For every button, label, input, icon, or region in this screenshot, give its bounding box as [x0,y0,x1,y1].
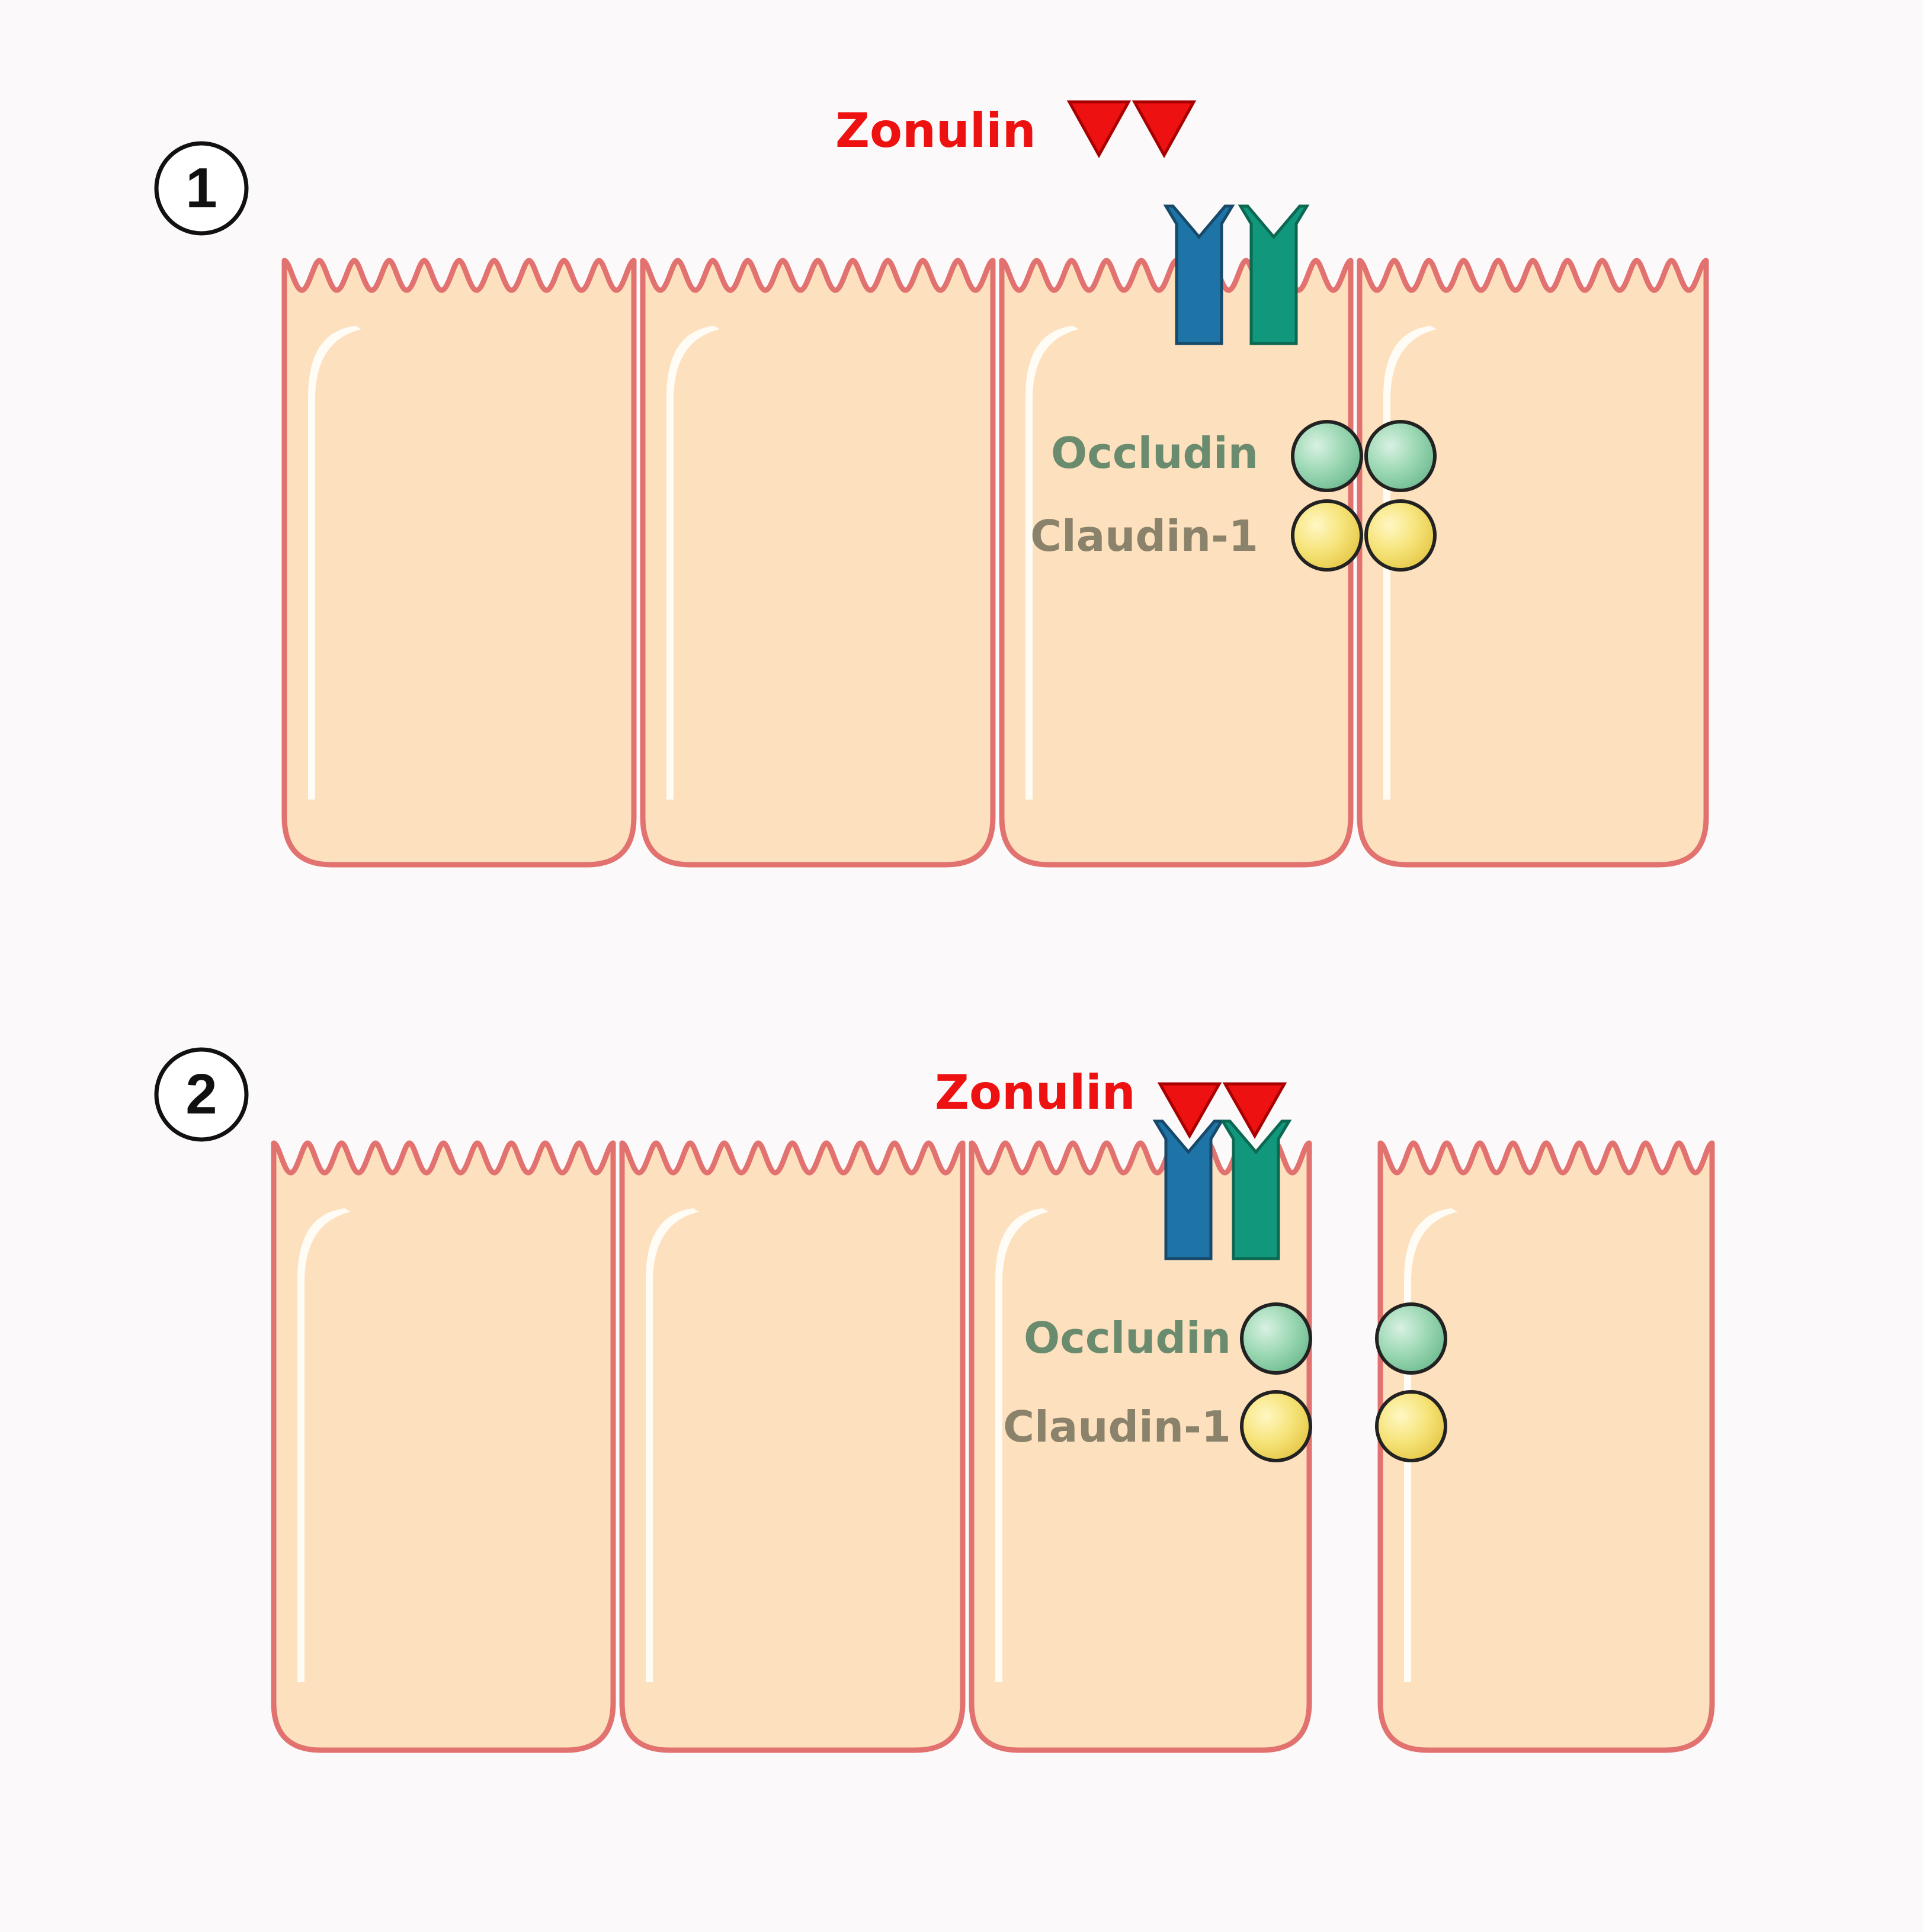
cell-highlight-1-3 [1025,326,1079,800]
zonulin-triangle-1a [1066,100,1132,159]
step-number-1-badge: 1 [154,141,249,236]
epithelial-cell-1-2 [640,258,996,868]
panel-2: 2 Zonulin Occludin Claudin-1 [154,1047,1715,1753]
cell-highlight-2-4 [1404,1208,1457,1682]
occludin-label-1: Occludin [1051,428,1258,478]
step-number-2-badge: 2 [154,1047,249,1142]
panel-1: 1 Zonulin Occludin Claudin-1 [154,100,1709,868]
epithelial-cell-1-4 [1357,258,1709,868]
epithelial-cell-1-3 [999,258,1354,868]
receptor-green-2 [1220,1119,1292,1260]
epithelial-cell-row-1 [281,258,1709,868]
receptor-green-1 [1238,204,1310,345]
occludin-protein-left-1 [1291,420,1363,492]
claudin-protein-left-2 [1240,1390,1312,1462]
zonulin-molecules-2-bound [1157,1082,1287,1140]
claudin-label-2: Claudin-1 [1003,1402,1231,1452]
epithelial-cell-2-2 [619,1140,966,1753]
occludin-label-2: Occludin [1024,1313,1231,1363]
zonulin-label-1: Zonulin [835,103,1036,158]
zonulin-triangle-2a [1157,1082,1222,1140]
epithelial-cell-row-2 [271,1140,1715,1753]
claudin-protein-right-1 [1364,499,1437,572]
zonulin-label-2: Zonulin [935,1065,1136,1120]
epithelial-cell-2-4 [1377,1140,1715,1753]
receptor-blue-2 [1152,1119,1225,1260]
claudin-protein-right-2 [1375,1390,1447,1462]
step-number-1: 1 [185,156,217,220]
occludin-protein-right-2 [1375,1302,1447,1375]
epithelial-cell-1-1 [281,258,637,868]
occludin-protein-right-1 [1364,420,1437,492]
zonulin-molecules-1 [1066,100,1197,159]
epithelial-cell-2-1 [271,1140,616,1753]
receptor-blue-1 [1163,204,1235,345]
zonulin-receptor-2 [1152,1119,1292,1260]
zonulin-receptor-1 [1163,204,1310,345]
claudin-label-1: Claudin-1 [1030,511,1258,561]
zonulin-triangle-1b [1132,100,1197,159]
cell-highlight-1-2 [666,326,720,800]
occludin-protein-left-2 [1240,1302,1312,1375]
claudin-protein-left-1 [1291,499,1363,572]
step-number-2: 2 [185,1063,217,1126]
cell-highlight-1-4 [1383,326,1437,800]
cell-highlight-1-1 [308,326,361,800]
cell-highlight-2-3 [995,1208,1049,1682]
tight-junction-closed [1291,420,1437,572]
tight-junction-open [1240,1302,1447,1462]
cell-highlight-2-1 [297,1208,351,1682]
cell-highlight-2-2 [646,1208,699,1682]
zonulin-triangle-2b [1222,1082,1287,1140]
